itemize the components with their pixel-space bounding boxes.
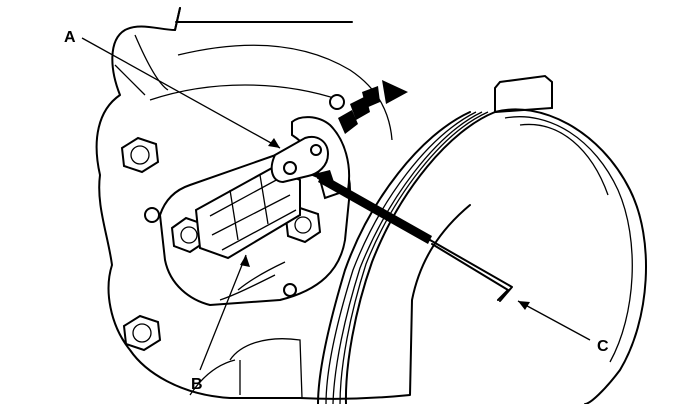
bolt-upper-left — [120, 136, 160, 174]
leader-lines — [81, 37, 591, 371]
crankshaft-pulley — [317, 74, 648, 404]
callout-label-b: B — [191, 376, 203, 393]
callout-label-a: A — [64, 29, 76, 46]
tensioner-arm — [270, 116, 351, 200]
pin-tool — [310, 170, 513, 302]
hole-left — [144, 207, 160, 223]
engine-housing — [95, 7, 471, 400]
rotation-arrows — [338, 80, 408, 134]
leader-line-c — [517, 300, 591, 341]
bolt-lower-left — [122, 314, 162, 352]
leader-line-a — [81, 37, 281, 149]
leader-line-b — [199, 254, 247, 371]
tensioner-body — [194, 166, 301, 301]
hole-lower — [283, 283, 297, 297]
callout-label-c: C — [597, 338, 609, 355]
hole-upper — [329, 94, 345, 110]
